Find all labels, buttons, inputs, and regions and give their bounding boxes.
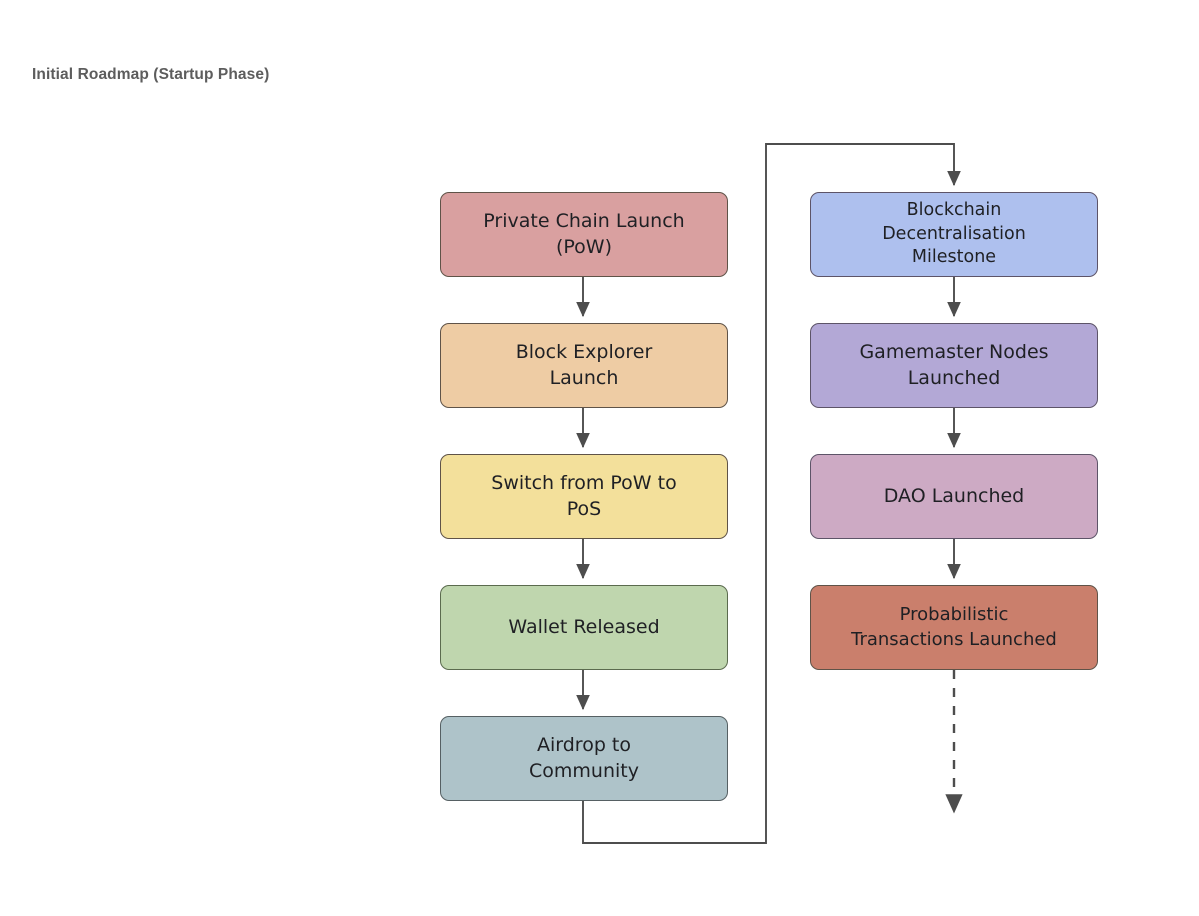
node-label: Wallet Released	[508, 615, 660, 638]
node-label: DAO Launched	[883, 484, 1025, 507]
node-label: Airdrop to Community	[529, 733, 639, 782]
node-label: Probabilistic Transactions Launched	[851, 604, 1057, 650]
node-probabilistic-transactions-launched[interactable]: Probabilistic Transactions Launched	[810, 585, 1098, 670]
node-dao-launched[interactable]: DAO Launched	[810, 454, 1098, 539]
node-blockchain-decentralisation-milestone[interactable]: Blockchain Decentralisation Milestone	[810, 192, 1098, 277]
page-title: Initial Roadmap (Startup Phase)	[32, 66, 270, 83]
node-airdrop-to-community[interactable]: Airdrop to Community	[440, 716, 728, 801]
node-label: Blockchain Decentralisation Milestone	[882, 199, 1026, 268]
node-label: Switch from PoW to PoS	[491, 471, 677, 520]
node-label: Block Explorer Launch	[515, 340, 653, 389]
node-private-chain-launch[interactable]: Private Chain Launch (PoW)	[440, 192, 728, 277]
node-label: Private Chain Launch (PoW)	[483, 209, 685, 258]
node-label: Gamemaster Nodes Launched	[859, 340, 1049, 389]
node-gamemaster-nodes-launched[interactable]: Gamemaster Nodes Launched	[810, 323, 1098, 408]
node-wallet-released[interactable]: Wallet Released	[440, 585, 728, 670]
node-switch-pow-to-pos[interactable]: Switch from PoW to PoS	[440, 454, 728, 539]
node-block-explorer-launch[interactable]: Block Explorer Launch	[440, 323, 728, 408]
